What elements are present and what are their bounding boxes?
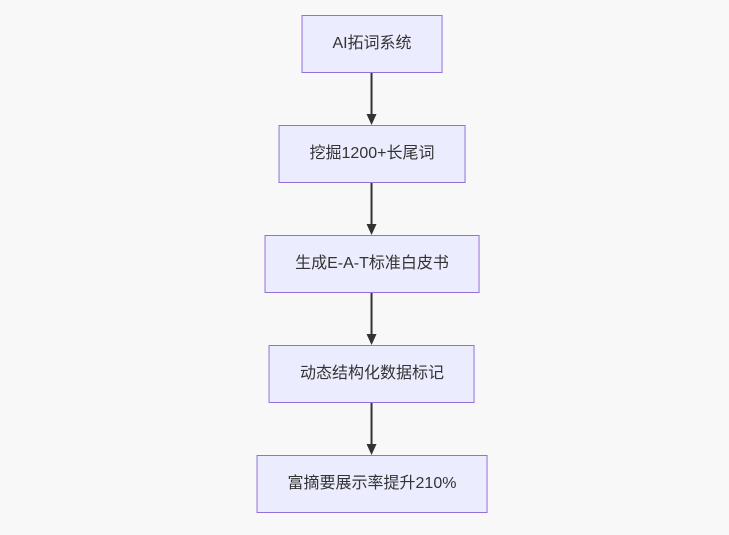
flow-node-label: 挖掘1200+长尾词	[309, 145, 435, 162]
flow-node-label: AI拓词系统	[332, 35, 412, 52]
flow-node-ai-word-system: AI拓词系统	[301, 15, 443, 73]
flow-node-eat-whitepaper: 生成E-A-T标准白皮书	[264, 235, 480, 293]
arrow-down-icon	[367, 293, 377, 345]
flow-node-label: 富摘要展示率提升210%	[287, 475, 457, 492]
flow-node-structured-data: 动态结构化数据标记	[268, 345, 475, 403]
flowchart: AI拓词系统 挖掘1200+长尾词 生成E-A-T标准白皮书 动态结构化数据标记	[256, 15, 488, 513]
arrow-down-icon	[367, 403, 377, 455]
arrow-down-icon	[367, 73, 377, 125]
flow-node-rich-snippet-result: 富摘要展示率提升210%	[256, 455, 488, 513]
flow-node-label: 生成E-A-T标准白皮书	[295, 255, 449, 272]
flow-node-longtail-keywords: 挖掘1200+长尾词	[278, 125, 466, 183]
flow-node-label: 动态结构化数据标记	[299, 365, 444, 382]
arrow-down-icon	[367, 183, 377, 235]
